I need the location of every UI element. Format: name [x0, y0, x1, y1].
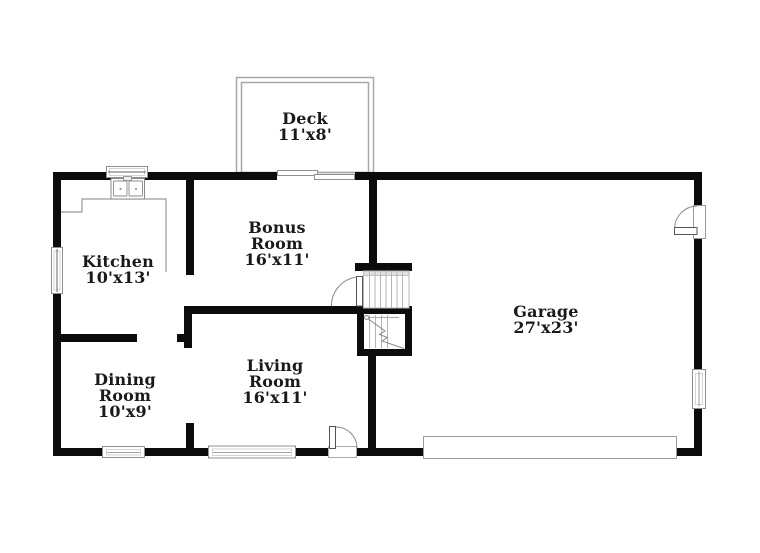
garage-door	[423, 436, 677, 459]
wall-top-left	[53, 172, 277, 180]
sink-drain-left	[119, 188, 122, 190]
kitchen-window	[106, 166, 148, 178]
wall-dining-door-jamb	[177, 334, 191, 342]
wall-stair-bottom	[357, 349, 412, 356]
wall-right-upper	[694, 172, 702, 207]
sink-faucet	[123, 176, 132, 181]
stair-hall-door-swing-arc	[330, 276, 358, 307]
entry-door-leaf	[329, 426, 336, 449]
wall-kitchen-dining	[57, 334, 137, 342]
room-dims: 11'x8'	[278, 125, 332, 144]
room-dims: 16'x11'	[242, 388, 308, 407]
entry-door	[328, 426, 358, 458]
room-label-living-room: Living Room 16'x11'	[232, 358, 318, 406]
room-dims: 27'x23'	[513, 318, 579, 337]
staircase-upper	[363, 270, 410, 309]
entry-door-threshold	[328, 446, 357, 458]
room-dims: 10'x13'	[85, 268, 151, 287]
room-name: Deck	[282, 109, 328, 128]
wall-kitchen-bonus	[186, 180, 194, 275]
slider-panel-left	[277, 170, 318, 176]
wall-stair-top	[355, 263, 412, 271]
stair-upper-treads	[369, 271, 403, 308]
wall-right-lower	[694, 237, 702, 456]
room-name: Bonus Room	[248, 218, 306, 253]
deck-slider-door	[277, 170, 355, 180]
room-name: Garage	[513, 302, 579, 321]
wall-living-garage	[368, 356, 376, 448]
room-dims: 16'x11'	[244, 250, 310, 269]
interior-walls	[57, 180, 412, 448]
stair-newel-post	[364, 315, 369, 320]
stair-hall-door-leaf	[356, 276, 363, 307]
exterior-walls	[53, 172, 702, 456]
room-label-deck: Deck 11'x8'	[262, 111, 348, 143]
wall-bonus-garage	[369, 180, 377, 266]
room-name: Dining Room	[94, 370, 156, 405]
sink-drain-right	[135, 188, 137, 190]
slider-panel-right	[314, 174, 355, 180]
staircase-lower	[364, 315, 405, 349]
room-label-dining-room: Dining Room 10'x9'	[82, 372, 168, 420]
garage-window	[692, 369, 706, 409]
dining-window	[102, 446, 145, 458]
stair-direction-line	[364, 316, 405, 349]
wall-bottom-left	[53, 448, 328, 456]
entry-door-swing-arc	[335, 426, 358, 449]
wall-bottom-right-corner	[677, 448, 702, 456]
room-name: Living Room	[246, 356, 304, 391]
kitchen-sink	[110, 176, 145, 200]
room-label-bonus-room: Bonus Room 16'x11'	[234, 220, 320, 268]
wall-living-top	[184, 306, 412, 314]
windows	[51, 166, 706, 459]
wall-stair-left	[357, 314, 364, 356]
living-window	[208, 445, 296, 459]
garage-side-door-leaf	[674, 227, 698, 235]
wall-dining-living-upper	[184, 306, 192, 348]
room-label-kitchen: Kitchen 10'x13'	[75, 254, 161, 286]
wall-left	[53, 172, 61, 456]
garage-side-door	[674, 205, 706, 239]
wall-dining-living-lower	[186, 423, 194, 448]
wall-bottom-mid	[357, 448, 423, 456]
wall-top-right	[355, 172, 702, 180]
room-name: Kitchen	[82, 252, 154, 271]
wall-stair-right	[405, 310, 412, 356]
room-label-garage: Garage 27'x23'	[503, 304, 589, 336]
kitchen-counter	[61, 198, 167, 272]
garage-side-door-swing-arc	[674, 205, 698, 229]
left-wall-window	[51, 247, 63, 294]
room-dims: 10'x9'	[98, 402, 152, 421]
stair-hall-door	[330, 276, 363, 307]
